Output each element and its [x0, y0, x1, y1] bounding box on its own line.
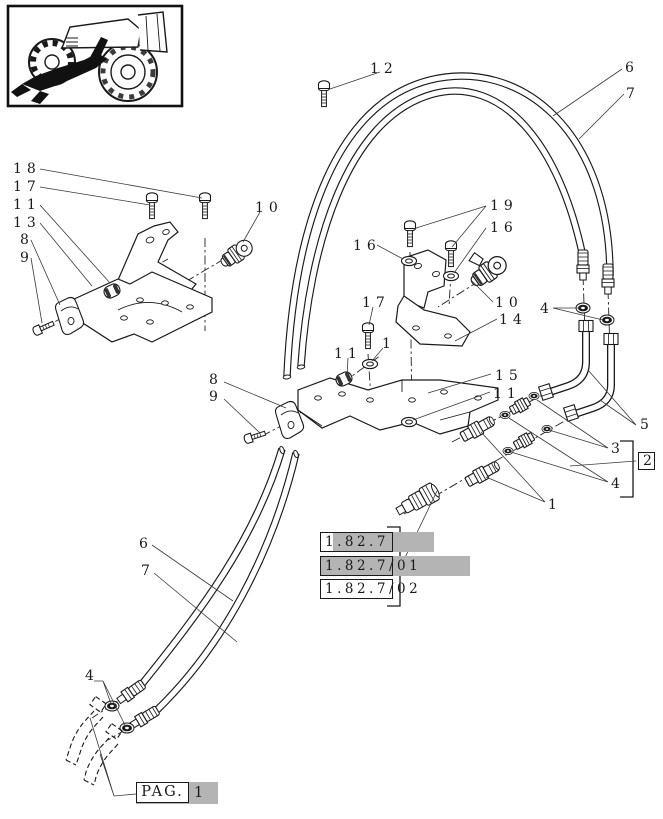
highlight — [320, 556, 470, 576]
callout-1-bottom: 1 — [548, 497, 562, 513]
page-reference-value: 1 — [194, 785, 206, 801]
callout-2-boxed: 2 — [638, 452, 655, 470]
callout-16-left: 16 — [353, 238, 381, 254]
callout-13: 13 — [13, 215, 41, 231]
tractor-thumbnail — [6, 4, 184, 108]
callout-17-mid: 17 — [362, 295, 390, 311]
page-reference-label: PAG. — [136, 782, 189, 803]
fittings-right — [392, 249, 619, 521]
callout-18: 18 — [13, 161, 41, 177]
bracket-upper — [31, 192, 257, 343]
reference-code-row[interactable]: 1.82.7/02 — [320, 579, 470, 599]
hose-arch — [282, 72, 614, 380]
fittings-bottom-left — [65, 678, 162, 786]
callout-19: 19 — [490, 198, 518, 214]
callout-6-top: 6 — [625, 60, 639, 76]
callout-7-top: 7 — [626, 86, 640, 102]
page-reference[interactable]: PAG. 1 — [136, 782, 218, 804]
callout-4-right: 4 — [540, 301, 554, 317]
callout-14: 14 — [499, 312, 527, 328]
code-text: 1.82.7 — [325, 534, 389, 550]
callout-11-mid: 11 — [334, 346, 362, 362]
callout-10-upper: 10 — [255, 200, 283, 216]
callout-7-bottom: 7 — [141, 563, 155, 579]
code-text: 1.82.7/01 — [325, 558, 422, 574]
code-box — [320, 579, 393, 599]
callout-11-left: 11 — [13, 197, 41, 213]
callout-12: 12 — [370, 61, 398, 77]
highlight — [333, 532, 434, 552]
callout-4-lower: 4 — [611, 476, 625, 492]
callout-8-mid: 8 — [209, 372, 223, 388]
code-box — [320, 556, 393, 576]
callout-9-left: 9 — [20, 250, 34, 266]
callout-11-lower: 11 — [493, 386, 521, 402]
reference-code-row[interactable]: 1.82.7/01 — [320, 556, 470, 576]
callout-16-right: 16 — [490, 220, 518, 236]
callout-4-bottom: 4 — [85, 668, 99, 684]
callout-9-mid: 9 — [209, 389, 223, 405]
callout-1-washer: 1 — [382, 336, 396, 352]
bracket-middle — [242, 220, 511, 445]
callout-17-left: 17 — [13, 179, 41, 195]
code-box — [320, 532, 393, 552]
code-text: 1.82.7/02 — [325, 581, 422, 597]
hose-bottom — [139, 445, 300, 713]
callout-8-left: 8 — [20, 232, 34, 248]
callout-10-mid: 10 — [495, 295, 523, 311]
callout-5: 5 — [640, 417, 654, 433]
bolt-12 — [317, 80, 331, 108]
callout-3: 3 — [611, 441, 625, 457]
callout-6-bottom: 6 — [139, 536, 153, 552]
callout-15: 15 — [495, 368, 523, 384]
reference-code-row[interactable]: 1.82.7 — [320, 532, 434, 552]
